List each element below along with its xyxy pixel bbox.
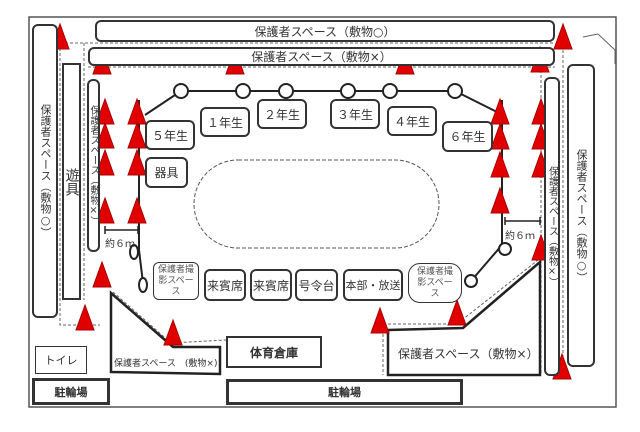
label: 保護者スペース（敷物○） [254, 24, 396, 39]
track-oval [193, 159, 440, 249]
photo-space-left: 保護者撮影スペース [153, 262, 199, 300]
label: 駐輪場 [54, 385, 88, 399]
traffic-cone-icon [490, 150, 510, 178]
guest-seats-2: 来賓席 [250, 269, 292, 301]
rope-lines [129, 83, 512, 293]
traffic-cone-icon [127, 121, 147, 149]
traffic-cone-icon [447, 298, 467, 326]
toilet: トイレ [35, 346, 87, 374]
bottom-right-space-label: 保護者スペース（敷物×） [398, 347, 539, 361]
label: 駐輪場 [328, 386, 361, 399]
label: 号令台 [298, 278, 335, 293]
traffic-cone-icon [490, 186, 510, 214]
right-parent-space-no-mat: 保護者スペース（敷物×） [544, 77, 560, 376]
label: 保護者スペース（敷物○） [39, 104, 52, 238]
traffic-cone-icon [75, 303, 95, 331]
traffic-cone-icon [127, 196, 147, 224]
label: ２年生 [263, 107, 300, 122]
label: 遊具 [63, 167, 80, 196]
label: トイレ [44, 354, 78, 367]
right-parent-space-mat-ok: 保護者スペース（敷物○） [567, 64, 595, 367]
bottom-right-space-outline [386, 259, 542, 377]
grade-6-area: ６年生 [442, 121, 493, 152]
label: １年生 [206, 115, 243, 130]
traffic-cone-icon [553, 22, 573, 50]
outer-frame [28, 16, 617, 408]
photo-space-right: 保護者撮影スペース [408, 263, 462, 303]
label: 本部・放送 [345, 279, 401, 292]
top-parent-space-mat-ok: 保護者スペース（敷物○） [95, 20, 555, 42]
label: 来賓席 [206, 278, 243, 293]
grade-2-area: ２年生 [257, 99, 307, 129]
bicycle-parking-center: 駐輪場 [226, 379, 463, 405]
label: 器具 [154, 166, 179, 180]
traffic-cone-icon [92, 260, 112, 288]
label: 保護者スペース（敷物×） [546, 166, 558, 287]
top-parent-space-no-mat: 保護者スペース（敷物×） [88, 47, 555, 66]
distance-label-left: 約６ｍ [105, 239, 135, 250]
traffic-cone-icon [95, 148, 115, 176]
label: 保護者撮影スペース [157, 264, 194, 297]
distance-arrows [104, 217, 541, 234]
traffic-cone-icon [370, 306, 390, 334]
traffic-cone-icon [490, 97, 510, 125]
label: ５年生 [151, 128, 188, 143]
bicycle-parking-left: 駐輪場 [32, 378, 110, 405]
left-parent-space-mat-ok: 保護者スペース（敷物○） [32, 24, 58, 318]
label: 保護者撮影スペース [416, 266, 453, 299]
label: ４年生 [393, 114, 430, 129]
traffic-cone-icon [127, 97, 147, 125]
playground-equipment: 遊具 [62, 63, 81, 300]
equipment-area: 器具 [145, 157, 188, 188]
label: 保護者スペース（敷物×） [88, 105, 99, 226]
label: 保護者スペース（敷物×） [251, 50, 392, 64]
traffic-cone-icon [163, 318, 183, 346]
grade-5-area: ５年生 [145, 120, 195, 150]
traffic-cone-icon [127, 148, 147, 176]
label: 体育倉庫 [249, 345, 298, 360]
headquarters-broadcast: 本部・放送 [343, 269, 403, 301]
corner-mark [582, 33, 616, 64]
bottom-left-space-label: 保護者スペース (敷物×) [114, 359, 218, 369]
label: 保護者スペース（敷物○） [575, 148, 588, 283]
label: 来賓席 [252, 278, 289, 293]
label: ３年生 [336, 107, 373, 122]
gym-storehouse: 体育倉庫 [226, 336, 322, 368]
bottom-left-space-outline [109, 290, 222, 376]
traffic-cone-icon [490, 122, 510, 150]
traffic-cone-icon [95, 196, 115, 224]
distance-label-right: 約６ｍ [505, 231, 535, 242]
left-parent-space-no-mat: 保護者スペース（敷物×） [87, 79, 100, 252]
traffic-cone-icon [95, 121, 115, 149]
grade-3-area: ３年生 [330, 99, 380, 129]
grade-1-area: １年生 [200, 107, 250, 137]
label: ６年生 [449, 130, 486, 144]
podium: 号令台 [295, 269, 338, 301]
grade-4-area: ４年生 [387, 106, 437, 136]
guest-seats-1: 来賓席 [204, 269, 246, 301]
